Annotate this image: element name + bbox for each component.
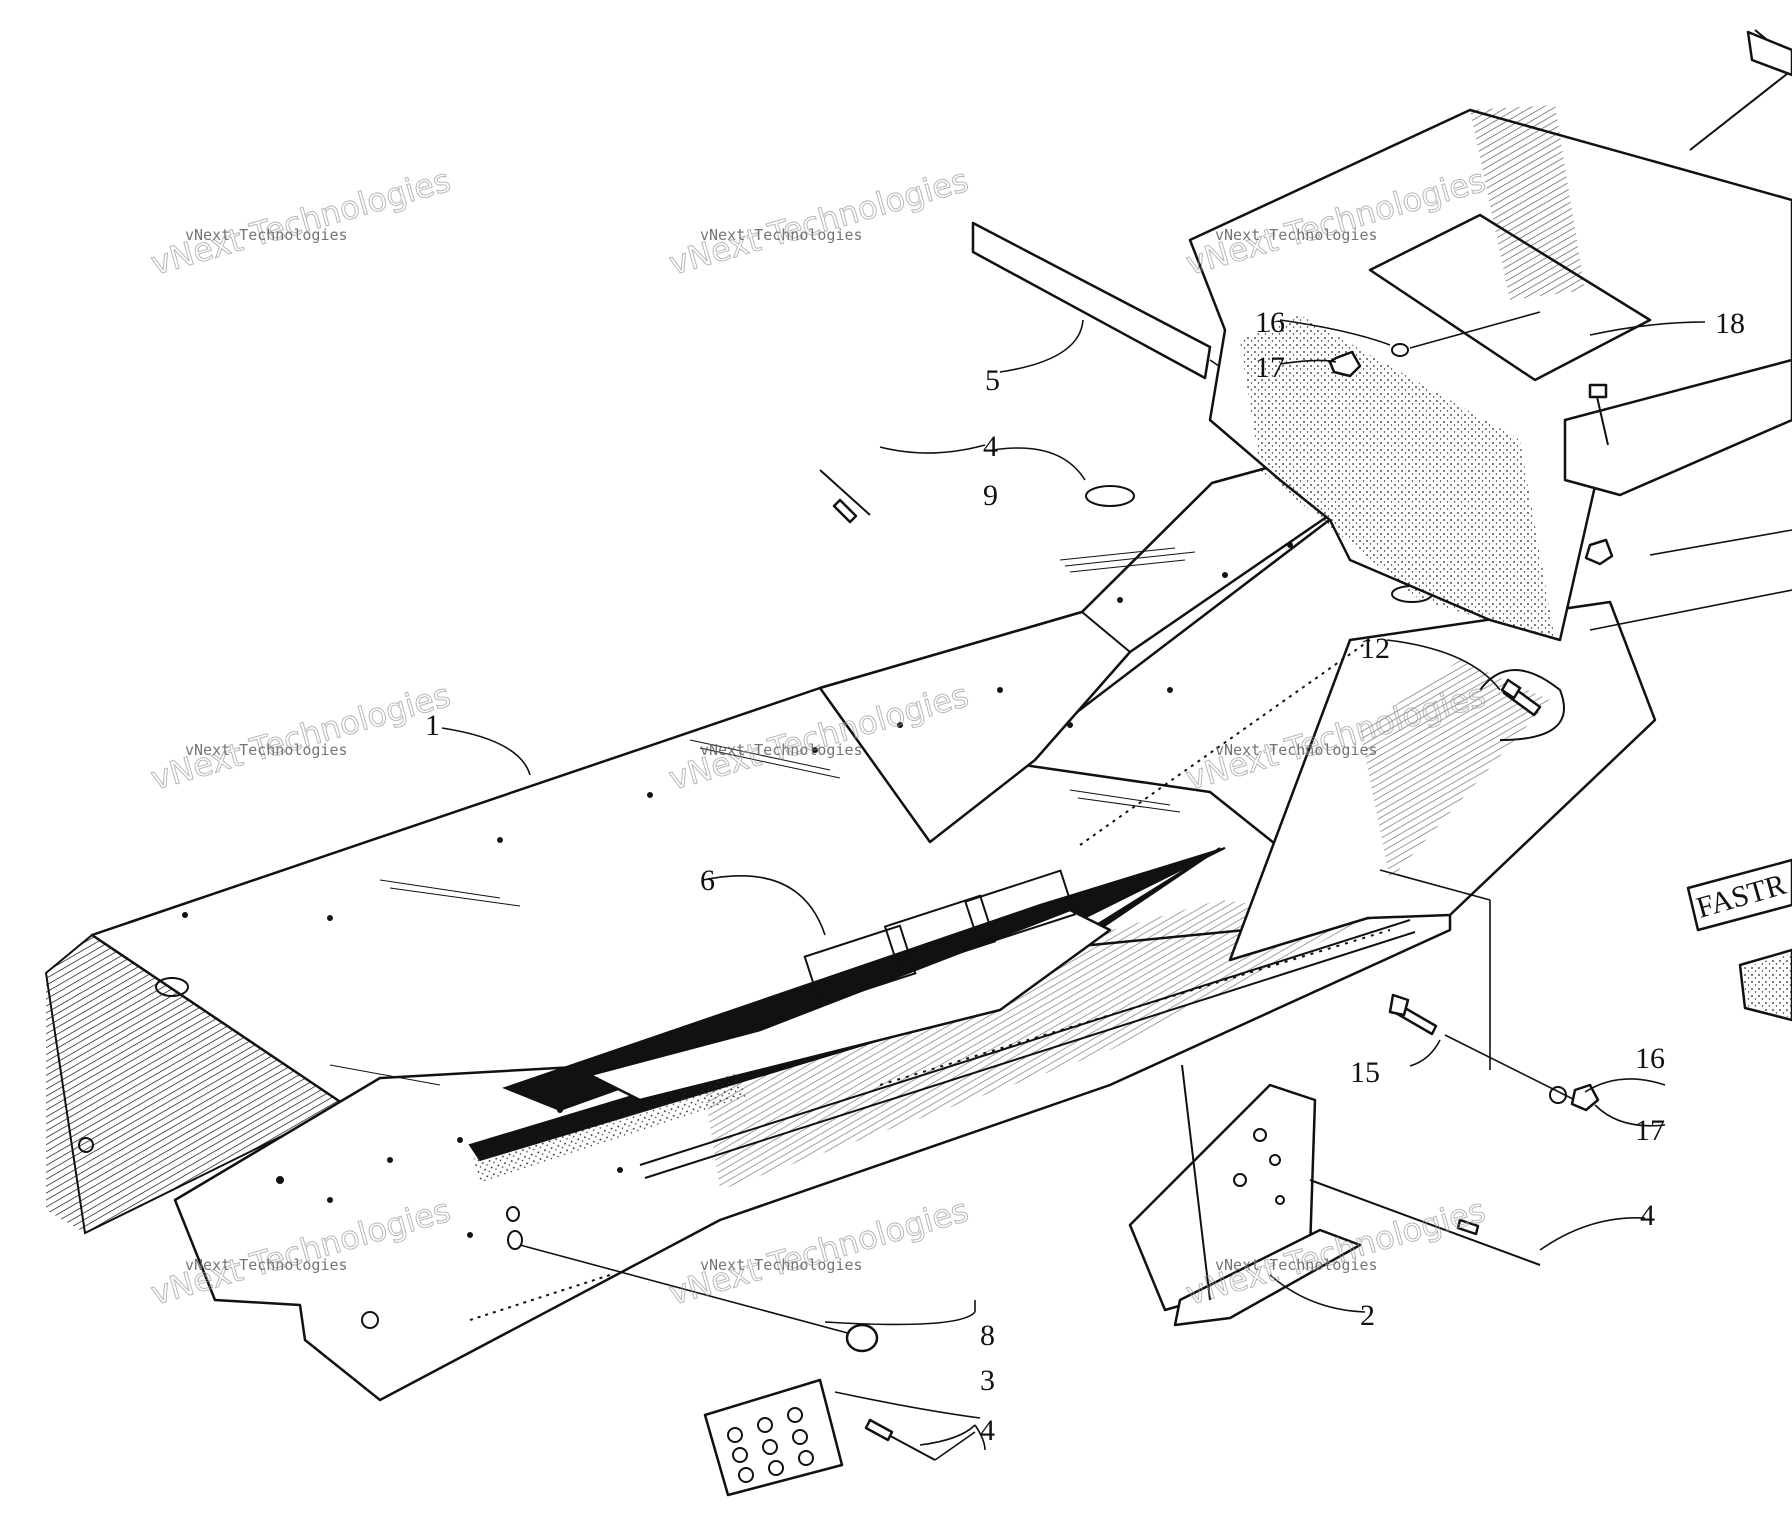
callout-15: 15 [1350, 1056, 1380, 1089]
callout-4-bottom: 4 [980, 1414, 995, 1447]
watermark-4: vNext Technologies [147, 676, 455, 798]
callout-2: 2 [1360, 1299, 1375, 1332]
watermark-1-small: vNext Technologies [185, 226, 348, 244]
watermark-9-small: vNext Technologies [1215, 1256, 1378, 1274]
hardware-right [1379, 869, 1600, 1112]
watermark-4-small: vNext Technologies [185, 741, 348, 759]
callout-12: 12 [1360, 632, 1390, 665]
watermark-6-small: vNext Technologies [1215, 741, 1378, 759]
rivet-rows [469, 639, 1391, 1321]
rivet-bracket [1309, 1179, 1541, 1266]
watermark-2: vNext Technologies [665, 161, 973, 283]
watermark-8-small: vNext Technologies [700, 1256, 863, 1274]
callout-6: 6 [700, 864, 715, 897]
callout-9: 9 [983, 479, 998, 512]
foam-strip [971, 221, 1212, 380]
callout-5: 5 [985, 364, 1000, 397]
deck-shading [329, 547, 1196, 1086]
watermark-5-small: vNext Technologies [700, 741, 863, 759]
callout-17-top: 17 [1255, 351, 1285, 384]
callout-1: 1 [425, 709, 440, 742]
callout-4-top: 4 [983, 430, 998, 463]
watermark-3-small: vNext Technologies [1215, 226, 1378, 244]
watermark-1: vNext Technologies [147, 161, 455, 283]
leader-lines [441, 319, 1706, 1461]
callout-18: 18 [1715, 307, 1745, 340]
rear-bumper-assembly [1188, 29, 1792, 642]
hardware-top [1328, 311, 1614, 566]
tunnel-left-side [46, 935, 345, 1233]
watermark-7-small: vNext Technologies [185, 1256, 348, 1274]
watermark-2-small: vNext Technologies [700, 226, 863, 244]
callout-3: 3 [980, 1364, 995, 1397]
tunnel-decal [468, 847, 1226, 1183]
bracket-2 [1128, 1064, 1362, 1327]
lower-parts [506, 1206, 936, 1497]
callout-17-bottom: 17 [1635, 1114, 1665, 1147]
callout-16-top: 16 [1255, 306, 1285, 339]
bolt-12 [1479, 669, 1565, 741]
callout-16-bottom: 16 [1635, 1042, 1665, 1075]
callout-labels: 1 2 3 4 4 4 5 6 8 9 12 15 16 16 17 17 18 [425, 306, 1745, 1447]
fastrack-decal: FASTR [1686, 858, 1792, 1022]
callout-8: 8 [980, 1319, 995, 1352]
callout-4-right: 4 [1640, 1199, 1655, 1232]
rivet-top [819, 469, 871, 524]
